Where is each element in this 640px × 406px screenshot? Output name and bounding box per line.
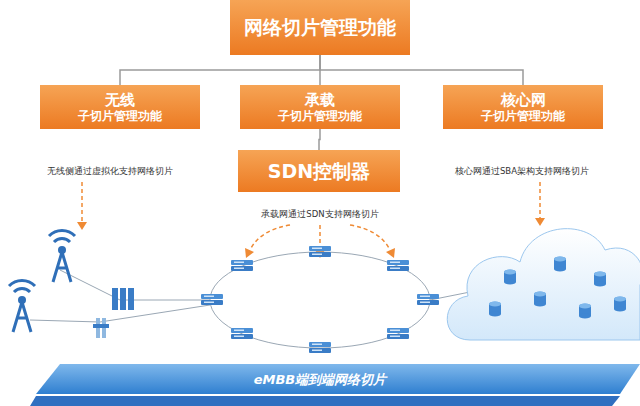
note-label: 核心网通过SBA架构支持网络切片 [453,166,591,178]
box-heading: 网络切片管理功能 [244,16,396,39]
controller-box: SDN控制器 [238,150,400,192]
box-heading: 无线 [105,91,135,109]
box-heading: eMBB端到端网络切片 [254,372,387,388]
box-subtext: 子切片管理功能 [278,109,362,123]
box-heading: 承载 [305,91,335,109]
box-heading: 核心网 [501,91,546,109]
box-heading: SDN控制器 [268,160,370,183]
tree-connector [319,129,320,150]
tree-connector [120,55,320,85]
sub-slice-box: 承载子切片管理功能 [240,85,400,129]
box-subtext: 子切片管理功能 [481,109,565,123]
slice-band: eMBB端到端网络切片 [230,369,410,391]
note-label: 承载网通过SDN支持网络切片 [259,209,380,221]
sub-slice-box: 无线子切片管理功能 [40,85,200,129]
note-label: 无线侧通过虚拟化支持网络切片 [45,166,175,178]
sub-slice-box: 核心网子切片管理功能 [443,85,603,129]
slice-management-box: 网络切片管理功能 [230,0,410,55]
tree-connector [320,55,523,85]
box-subtext: 子切片管理功能 [78,109,162,123]
